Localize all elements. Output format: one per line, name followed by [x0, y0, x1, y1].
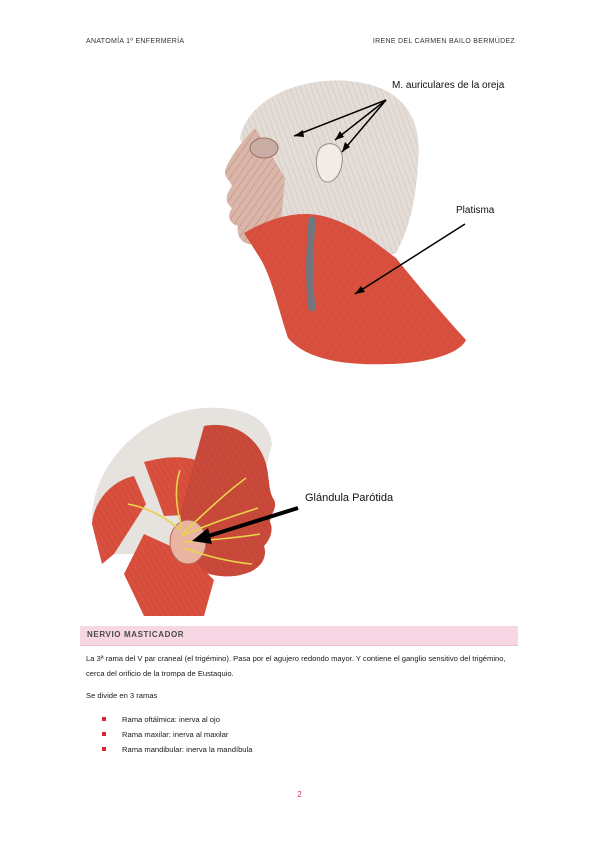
- label-auricular-muscles: M. auriculares de la oreja: [392, 80, 505, 91]
- section-title: NERVIO MASTICADOR: [87, 630, 185, 639]
- label-platysma: Platisma: [456, 205, 495, 216]
- bullet-icon: [102, 732, 106, 736]
- list-item: Rama oftálmica: inerva al ojo: [102, 712, 252, 727]
- list-item: Rama maxilar: inerva al maxilar: [102, 727, 252, 742]
- section-paragraph: La 3ª rama del V par craneal (el trigémi…: [86, 654, 506, 678]
- bullet-icon: [102, 747, 106, 751]
- bullet-icon: [102, 717, 106, 721]
- branch-list: Rama oftálmica: inerva al ojo Rama maxil…: [102, 712, 252, 757]
- list-item-text: Rama oftálmica: inerva al ojo: [122, 715, 220, 724]
- header-right: IRENE DEL CARMEN BAILO BERMÚDEZ: [372, 38, 515, 45]
- section-header: NERVIO MASTICADOR: [80, 626, 518, 646]
- list-item-text: Rama maxilar: inerva al maxilar: [122, 730, 229, 739]
- head-neck-illustration: [224, 80, 466, 365]
- parotid-illustration: [91, 407, 299, 616]
- list-item-text: Rama mandibular: inerva la mandíbula: [122, 745, 253, 754]
- list-item: Rama mandibular: inerva la mandíbula: [102, 742, 252, 757]
- section-intro: Se divide en 3 ramas: [86, 691, 158, 700]
- label-parotid-gland: Glándula Parótida: [305, 492, 394, 504]
- header-left: ANATOMÍA 1º ENFERMERÍA: [86, 38, 185, 45]
- page-number: 2: [297, 790, 302, 799]
